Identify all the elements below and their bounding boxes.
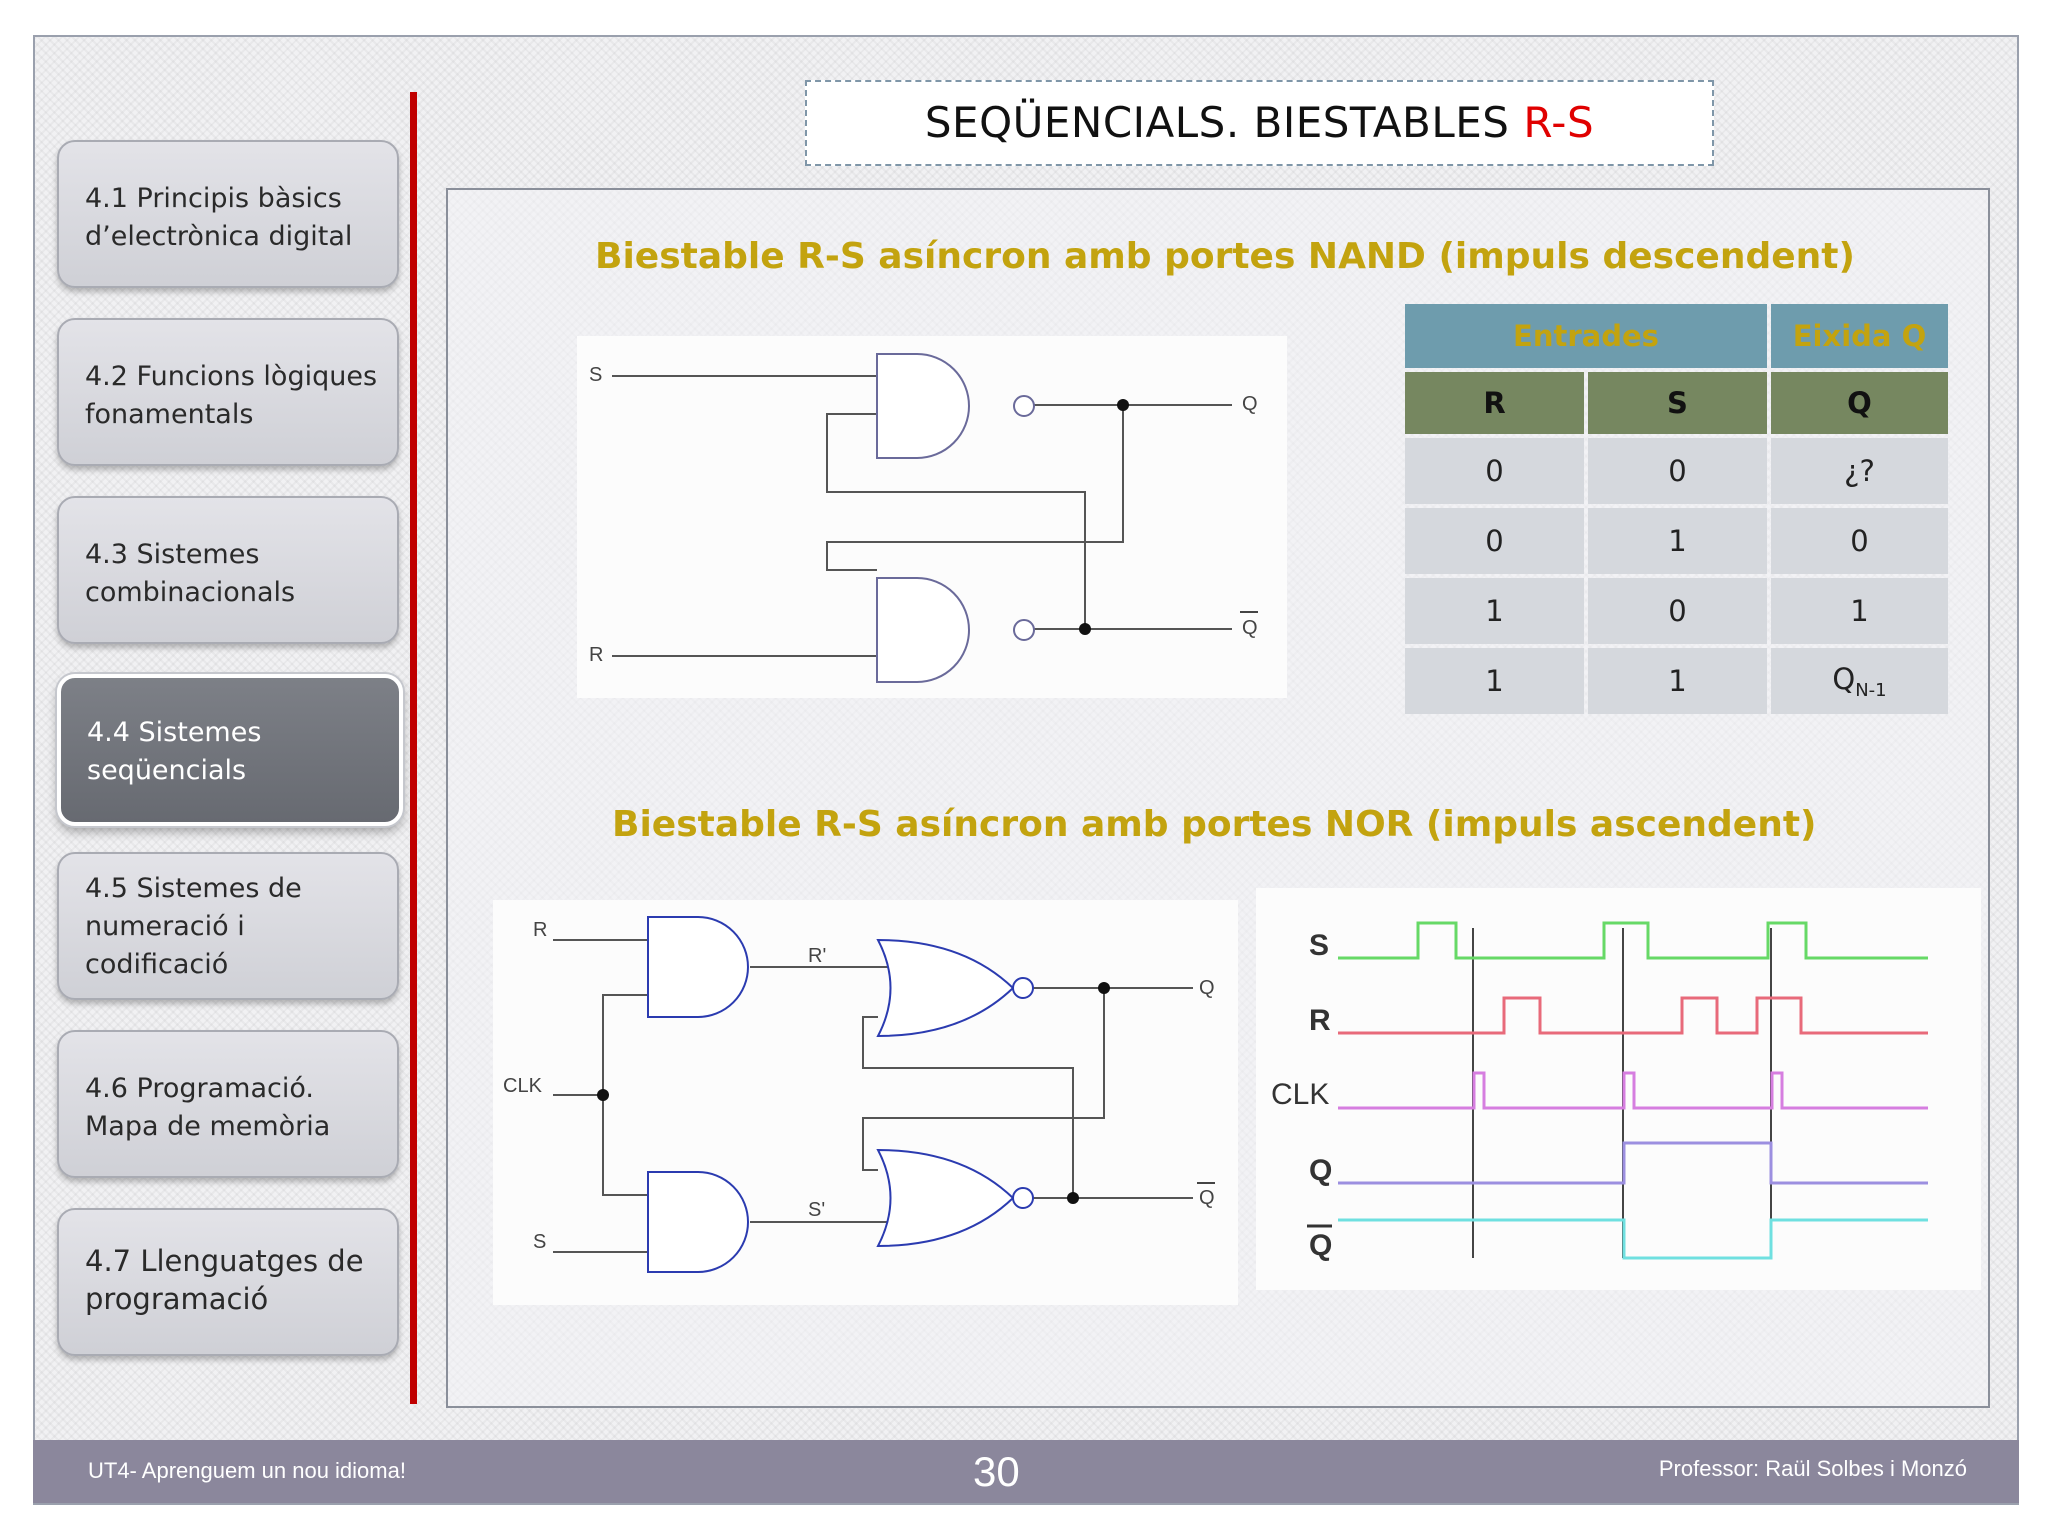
footer-author: Professor: Raül Solbes i Monzó [1658, 1456, 1967, 1481]
nav-item-label: 4.7 Llenguatges de programació [85, 1244, 364, 1316]
nor-label-s: S [533, 1231, 546, 1253]
column-header-s: S [1588, 372, 1767, 434]
sidebar-divider [410, 92, 417, 1404]
timing-diagram: S R CLK Q Q [1256, 888, 1981, 1290]
table-group-header-row: Entrades Eixida Q [1405, 304, 1948, 368]
heading-nand: Biestable R-S asíncron amb portes NAND (… [595, 236, 1855, 277]
nand-label-qbar: Q [1242, 617, 1258, 639]
group-header-entrades: Entrades [1405, 304, 1767, 368]
nav-item-label: 4.6 Programació. Mapa de memòria [85, 1073, 331, 1142]
nor-label-q: Q [1199, 977, 1215, 999]
nav-item-label: 4.4 Sistemes seqüencials [87, 717, 262, 786]
timing-wave-clk [1338, 1071, 1928, 1110]
group-header-eixida: Eixida Q [1771, 304, 1948, 368]
nor-label-r: R [533, 919, 547, 941]
nor-label-qbar: Q [1199, 1187, 1215, 1209]
table-cell: 1 [1405, 578, 1584, 644]
table-column-header-row: R S Q [1405, 372, 1948, 434]
nav-item-label: 4.5 Sistemes de numeració i codificació [85, 873, 302, 980]
table-cell: 1 [1405, 648, 1584, 714]
table-cell: ¿? [1771, 438, 1948, 504]
table-cell: 1 [1771, 578, 1948, 644]
nand-label-r: R [589, 644, 603, 666]
nav-item-label: 4.2 Funcions lògiques fonamentals [85, 361, 378, 430]
nor-label-clk: CLK [503, 1075, 543, 1097]
column-header-q: Q [1771, 372, 1948, 434]
timing-wave-s [1338, 921, 1928, 960]
timing-label-clk: CLK [1271, 1078, 1329, 1111]
nav-item-programacio[interactable]: 4.6 Programació. Mapa de memòria [57, 1030, 399, 1178]
truth-table: Entrades Eixida Q R S Q 0 0 ¿? 0 1 0 1 0… [1401, 300, 1952, 718]
nor-circuit-svg: R CLK S R' S' Q Q [503, 916, 1215, 1273]
title-accent: R-S [1523, 98, 1595, 147]
table-cell: 0 [1771, 508, 1948, 574]
table-row: 0 1 0 [1405, 508, 1948, 574]
timing-label-r: R [1309, 1004, 1331, 1037]
footer-bar: UT4- Aprenguem un nou idioma! 30 Profess… [33, 1440, 2019, 1503]
table-cell-q: Q [1832, 661, 1856, 696]
slide-title: SEQÜENCIALS. BIESTABLES R-S [805, 80, 1714, 166]
nand-circuit-diagram: S R Q Q [577, 336, 1287, 698]
nav-item-funcions[interactable]: 4.2 Funcions lògiques fonamentals [57, 318, 399, 466]
timing-label-qbar: Q [1309, 1229, 1332, 1262]
table-cell: QN-1 [1771, 648, 1948, 714]
nav-item-label: 4.1 Principis bàsics d’electrònica digit… [85, 183, 353, 252]
table-cell: 0 [1405, 438, 1584, 504]
nav-item-llenguatges[interactable]: 4.7 Llenguatges de programació [57, 1208, 399, 1356]
nav-item-label: 4.3 Sistemes combinacionals [85, 539, 296, 608]
heading-nor: Biestable R-S asíncron amb portes NOR (i… [612, 804, 1817, 845]
page-number: 30 [973, 1448, 1020, 1495]
timing-wave-r [1338, 996, 1928, 1035]
nand-label-s: S [589, 364, 602, 386]
table-cell: 1 [1588, 508, 1767, 574]
nor-label-s-prime: S' [808, 1199, 825, 1221]
table-cell: 0 [1588, 578, 1767, 644]
timing-label-s: S [1309, 929, 1329, 962]
table-row: 1 1 QN-1 [1405, 648, 1948, 714]
nav-item-principis[interactable]: 4.1 Principis bàsics d’electrònica digit… [57, 140, 399, 288]
nor-circuit-diagram: R CLK S R' S' Q Q [493, 900, 1238, 1305]
nand-circuit-svg: S R Q Q [589, 353, 1258, 683]
table-cell-subscript: N-1 [1855, 679, 1887, 701]
title-text: SEQÜENCIALS. BIESTABLES [924, 98, 1524, 147]
table-row: 1 0 1 [1405, 578, 1948, 644]
column-header-r: R [1405, 372, 1584, 434]
timing-label-q: Q [1309, 1154, 1332, 1187]
table-cell: 0 [1405, 508, 1584, 574]
table-cell: 1 [1588, 648, 1767, 714]
nav-item-numeracio[interactable]: 4.5 Sistemes de numeració i codificació [57, 852, 399, 1000]
timing-wave-q [1338, 1141, 1928, 1185]
footer-course: UT4- Aprenguem un nou idioma! [88, 1458, 406, 1483]
timing-wave-qbar [1338, 1218, 1928, 1260]
timing-diagram-svg: S R CLK Q Q [1271, 921, 1928, 1262]
nor-label-r-prime: R' [808, 945, 826, 967]
table-cell: 0 [1588, 438, 1767, 504]
nav-item-combinacionals[interactable]: 4.3 Sistemes combinacionals [57, 496, 399, 644]
nav-item-sequencials[interactable]: 4.4 Sistemes seqüencials [57, 674, 403, 826]
table-row: 0 0 ¿? [1405, 438, 1948, 504]
nand-label-q: Q [1242, 393, 1258, 415]
